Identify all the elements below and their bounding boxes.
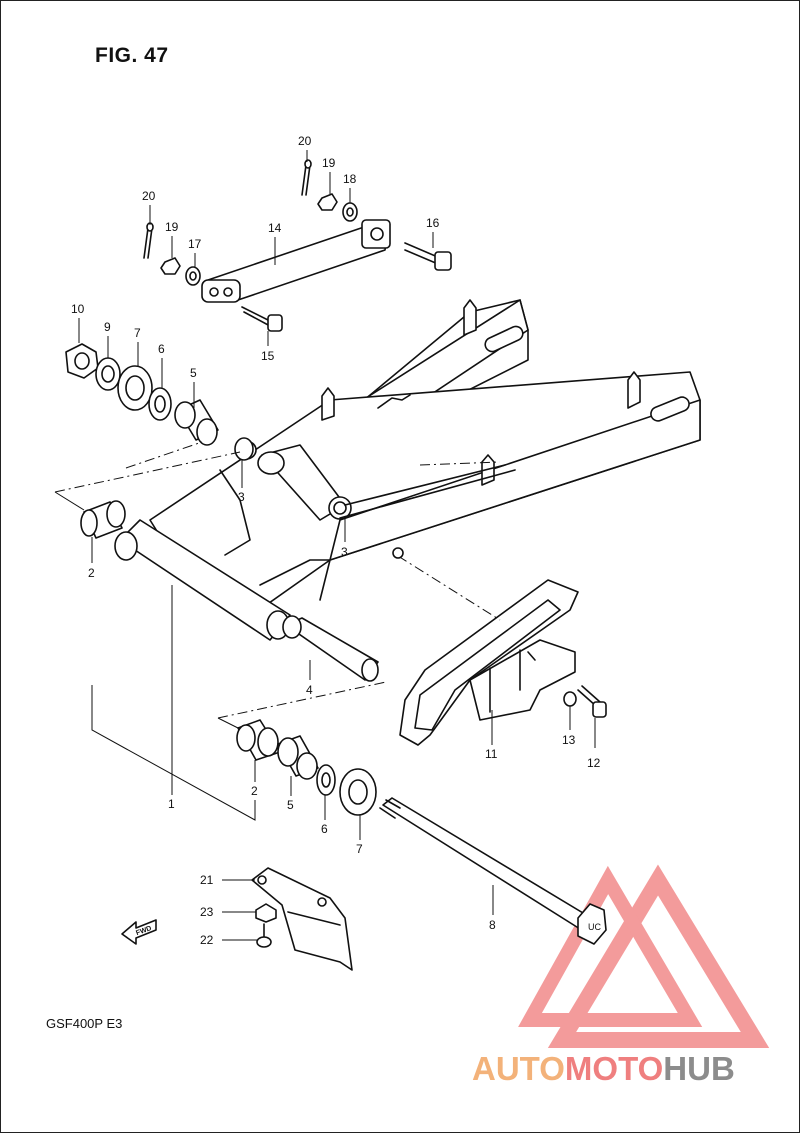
callout-7-upper: 7	[134, 326, 141, 340]
dust-seal-7-upper	[117, 365, 153, 411]
callout-2-lower: 2	[251, 784, 258, 798]
callout-6-upper: 6	[158, 342, 165, 356]
brand-hub: HUB	[663, 1050, 735, 1087]
figure-title: FIG. 47	[95, 44, 169, 67]
chain-guard-bracket-21	[251, 867, 353, 971]
callout-13: 13	[562, 733, 576, 747]
torque-link	[201, 219, 391, 303]
callout-16: 16	[426, 216, 440, 230]
spacer-5-lower	[277, 735, 319, 780]
callout-17: 17	[188, 237, 202, 251]
washer-6-lower	[316, 764, 336, 796]
callout-19-lower: 19	[165, 220, 179, 234]
spacer-5-upper	[174, 399, 219, 446]
nut-19-upper	[317, 193, 338, 211]
callout-20-upper: 20	[298, 134, 312, 148]
bolt-16	[404, 242, 452, 271]
watermark-brand: AUTOMOTOHUB	[472, 1050, 735, 1088]
callout-5-upper: 5	[190, 366, 197, 380]
callout-14: 14	[268, 221, 282, 235]
screw-22	[256, 923, 272, 948]
washer-9	[95, 357, 121, 391]
forward-arrow-icon: FWD	[121, 919, 157, 945]
callout-3-left: 3	[238, 490, 245, 504]
washer-13	[563, 691, 577, 707]
callout-23: 23	[200, 905, 214, 919]
nut-19-lower	[160, 257, 181, 275]
pivot-spacer-4	[282, 615, 379, 682]
callout-19-upper: 19	[322, 156, 336, 170]
dust-seal-7-lower	[339, 768, 377, 816]
svg-text:UC: UC	[588, 922, 601, 932]
callout-labels: 20 19 18 20 19 17 14 16 15 10 9 7 6 5 3 …	[71, 134, 601, 947]
callout-15: 15	[261, 349, 275, 363]
nut-23	[255, 903, 277, 923]
callout-6-lower: 6	[321, 822, 328, 836]
callout-11: 11	[485, 747, 498, 761]
brand-moto: MOTO	[564, 1050, 664, 1087]
bolt-15	[241, 306, 283, 332]
nut-10	[65, 343, 99, 379]
callout-12: 12	[587, 756, 601, 770]
washer-17	[185, 266, 201, 286]
model-code: GSF400P E3	[46, 1016, 123, 1031]
watermark-logo-icon	[518, 864, 770, 1048]
pivot-shaft-8: UC	[379, 797, 607, 945]
callout-3-right: 3	[341, 545, 348, 559]
callout-5-lower: 5	[287, 798, 294, 812]
leader-lines	[54, 150, 596, 941]
cotter-pin-20-lower	[143, 222, 154, 259]
cotter-pin-20-upper	[301, 159, 312, 196]
callout-20-lower: 20	[142, 189, 156, 203]
callout-21: 21	[200, 873, 214, 887]
callout-9: 9	[104, 320, 111, 334]
brand-auto: AUTO	[472, 1050, 565, 1087]
chain-case-11	[399, 579, 579, 746]
bolt-12	[577, 685, 607, 718]
callout-1: 1	[168, 797, 175, 811]
callout-18: 18	[343, 172, 357, 186]
bearing-2-upper	[80, 500, 126, 539]
bearing-2-lower	[236, 719, 281, 761]
swingarm	[114, 299, 701, 641]
callout-4: 4	[306, 683, 313, 697]
washer-18	[342, 202, 358, 222]
washer-6-upper	[148, 387, 172, 421]
callout-8: 8	[489, 918, 496, 932]
callout-7-lower: 7	[356, 842, 363, 856]
bearing-3-upper	[234, 437, 254, 461]
callout-2-upper: 2	[88, 566, 95, 580]
callout-22: 22	[200, 933, 214, 947]
callout-10: 10	[71, 302, 85, 316]
